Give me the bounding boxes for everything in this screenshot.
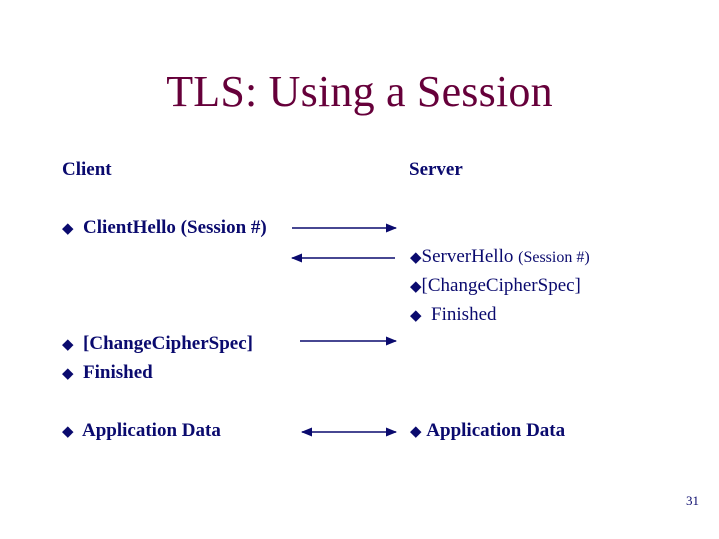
client-change-cipher-label: [ChangeCipherSpec] — [83, 333, 253, 354]
page-number: 31 — [686, 493, 699, 508]
bullet-icon: ◆ — [410, 424, 422, 440]
client-finished-item: ◆ Finished — [62, 362, 153, 385]
client-finished-label: Finished — [83, 362, 153, 383]
client-hello-item: ◆ ClientHello (Session #) — [62, 217, 267, 240]
client-hello-label: ClientHello (Session #) — [83, 217, 267, 238]
server-finished-item: ◆ Finished — [410, 304, 497, 327]
slide-title: TLS: Using a Session — [166, 67, 553, 116]
client-change-cipher-item: ◆ [ChangeCipherSpec] — [62, 333, 253, 356]
server-change-cipher-label: [ChangeCipherSpec] — [421, 275, 581, 296]
server-hello-label: ServerHello — [421, 246, 514, 267]
bullet-icon: ◆ — [410, 308, 422, 324]
server-hello-session: (Session #) — [518, 249, 590, 266]
bullet-icon: ◆ — [62, 221, 74, 237]
server-change-cipher-item: ◆[ChangeCipherSpec] — [410, 275, 581, 298]
bullet-icon: ◆ — [62, 424, 74, 440]
bullet-icon: ◆ — [410, 250, 422, 266]
bullet-icon: ◆ — [62, 337, 74, 353]
client-header: Client — [62, 159, 112, 180]
server-hello-item: ◆ServerHello (Session #) — [410, 246, 590, 269]
server-header: Server — [409, 159, 463, 180]
server-finished-label: Finished — [431, 304, 497, 325]
client-app-data-item: ◆ Application Data — [62, 420, 221, 443]
bullet-icon: ◆ — [410, 279, 422, 295]
bullet-icon: ◆ — [62, 366, 74, 382]
server-app-data-item: ◆ Application Data — [410, 420, 565, 443]
client-app-data-label: Application Data — [82, 420, 221, 441]
server-app-data-label: Application Data — [426, 420, 566, 441]
